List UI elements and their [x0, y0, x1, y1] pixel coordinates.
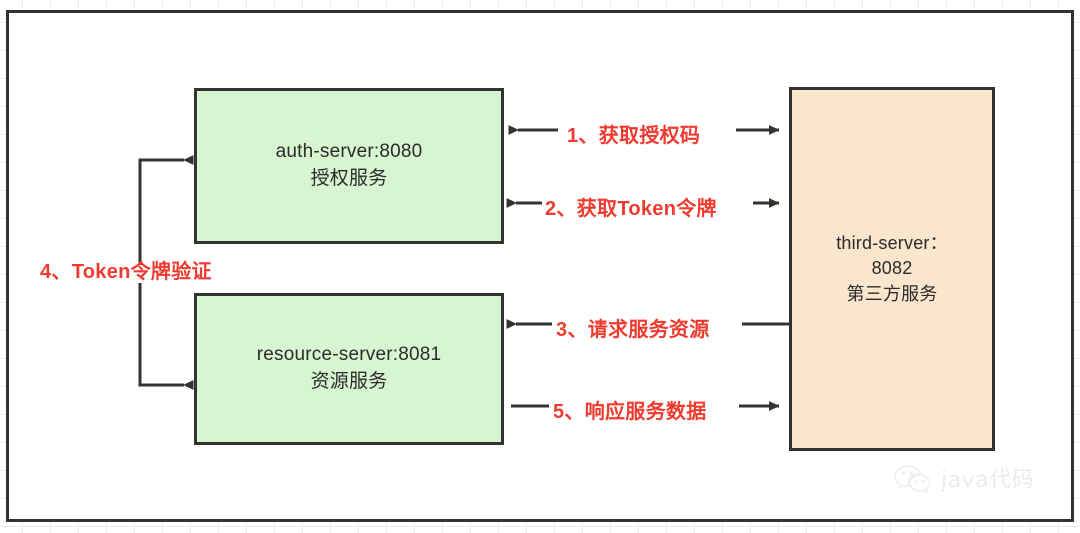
edge-label-2: 2、获取Token令牌	[545, 198, 717, 220]
node-auth-server-line2: 授权服务	[310, 168, 388, 189]
edge-label-5: 5、响应服务数据	[553, 401, 707, 423]
wechat-icon	[894, 465, 931, 493]
watermark: java代码	[893, 462, 1034, 494]
node-third-server[interactable]: third-server： 8082 第三方服务	[789, 87, 995, 451]
node-third-server-line3: 第三方服务	[846, 283, 938, 304]
node-resource-server-line1: resource-server:8081	[256, 344, 442, 366]
watermark-text: java代码	[941, 468, 1035, 493]
node-third-server-line1: third-server：	[836, 232, 948, 253]
connector-edge-4	[138, 155, 194, 390]
edge-label-4: 4、Token令牌验证	[40, 261, 212, 283]
node-resource-server-line2: 资源服务	[310, 371, 388, 392]
node-auth-server-line1: auth-server:8080	[275, 141, 423, 163]
edge-label-3: 3、请求服务资源	[556, 319, 710, 341]
node-resource-server[interactable]: resource-server:8081 资源服务	[194, 293, 504, 445]
node-auth-server[interactable]: auth-server:8080 授权服务	[194, 88, 504, 244]
edge-label-1: 1、获取授权码	[567, 125, 701, 147]
node-third-server-line2: 8082	[871, 258, 913, 279]
